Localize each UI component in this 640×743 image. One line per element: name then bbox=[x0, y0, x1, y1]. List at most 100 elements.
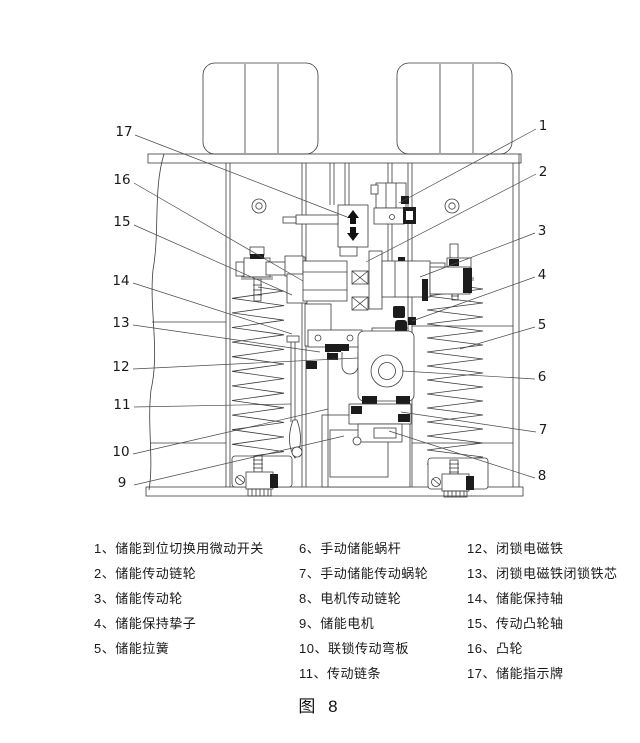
indicator-down-arrow-icon bbox=[347, 227, 359, 241]
magnet-armature bbox=[393, 306, 405, 318]
coupling-pad bbox=[351, 406, 362, 414]
hanger-pin bbox=[449, 243, 459, 259]
screw-hole bbox=[444, 198, 460, 214]
callout-7: 7 bbox=[539, 422, 548, 438]
leader-3 bbox=[419, 232, 536, 278]
legend-item-8: 8、电机传动链轮 bbox=[299, 591, 402, 606]
leader-5 bbox=[459, 326, 536, 350]
figure-caption: 图 8 bbox=[298, 697, 342, 716]
indicator-arm-end bbox=[282, 216, 297, 224]
callout-numbers: 17 16 15 14 13 12 11 10 9 1 2 3 4 5 6 7 … bbox=[112, 118, 547, 491]
spring-right-coil bbox=[426, 284, 484, 469]
chain-anchor bbox=[286, 335, 300, 343]
mechanism-drawing: 17 16 15 14 13 12 11 10 9 1 2 3 4 5 6 7 … bbox=[112, 62, 547, 498]
indicator-arm bbox=[295, 214, 339, 225]
legend-item-13: 13、闭锁电磁铁闭锁铁芯 bbox=[467, 566, 618, 581]
electromagnet-core bbox=[341, 344, 349, 351]
leader-14 bbox=[132, 282, 293, 335]
hanger-cap bbox=[249, 246, 265, 256]
callout-8: 8 bbox=[538, 468, 547, 484]
screw-slot bbox=[236, 476, 245, 484]
leader-11 bbox=[133, 403, 292, 408]
housing-pad bbox=[396, 396, 410, 404]
callout-4: 4 bbox=[538, 267, 547, 283]
shaft-left-block bbox=[284, 255, 304, 277]
switch-lug bbox=[370, 184, 379, 195]
hanger-dark-cap bbox=[250, 254, 264, 259]
spring-left-coil bbox=[231, 286, 285, 464]
bearing-cross bbox=[351, 296, 369, 311]
leader-7 bbox=[400, 411, 537, 433]
shaft-dark-bar bbox=[422, 279, 428, 301]
legend-item-16: 16、凸轮 bbox=[467, 641, 523, 656]
leader-13 bbox=[132, 324, 321, 353]
callout-2: 2 bbox=[539, 164, 548, 180]
shaft-end-cap bbox=[463, 268, 472, 293]
legend-item-7: 7、手动储能传动蜗轮 bbox=[299, 566, 429, 581]
callout-12: 12 bbox=[112, 359, 129, 375]
leader-15 bbox=[133, 224, 293, 296]
insulator-left bbox=[202, 62, 319, 155]
indicator-up-arrow-icon bbox=[347, 210, 359, 224]
central-mechanism bbox=[282, 182, 472, 488]
legend-item-14: 14、储能保持轴 bbox=[467, 591, 564, 606]
worm-housing bbox=[357, 330, 415, 402]
electromagnet-core bbox=[327, 353, 338, 360]
legend-item-6: 6、手动储能蜗杆 bbox=[299, 541, 402, 556]
callout-9: 9 bbox=[118, 475, 127, 491]
leader-lines bbox=[132, 128, 537, 486]
link-slot bbox=[341, 352, 359, 375]
legend-item-11: 11、传动链条 bbox=[299, 666, 381, 681]
electromagnet-core bbox=[325, 344, 341, 352]
frame-top-plate bbox=[147, 153, 522, 164]
leader-2 bbox=[365, 173, 537, 263]
hanger-washer bbox=[235, 261, 245, 277]
bracket-screw bbox=[431, 477, 441, 487]
leader-9 bbox=[133, 435, 345, 486]
switch-clamp-notch bbox=[406, 211, 413, 220]
bolt-head bbox=[245, 471, 274, 490]
legend-column-2: 6、手动储能蜗杆 7、手动储能传动蜗轮 8、电机传动链轮 9、储能电机 10、联… bbox=[299, 536, 428, 686]
indicator-foot bbox=[339, 246, 358, 257]
callout-5: 5 bbox=[538, 317, 547, 333]
leader-16 bbox=[133, 182, 304, 282]
callout-13: 13 bbox=[112, 315, 129, 331]
bearing bbox=[351, 296, 369, 311]
leader-12 bbox=[132, 357, 359, 370]
leader-8 bbox=[388, 430, 536, 479]
housing-pad bbox=[362, 396, 377, 404]
callout-11: 11 bbox=[113, 397, 130, 413]
cam-shaft-left bbox=[302, 260, 348, 302]
bolt-teeth bbox=[247, 488, 272, 497]
sprocket-guard bbox=[357, 423, 403, 443]
legend-item-3: 3、储能传动轮 bbox=[94, 591, 183, 606]
screw-slot bbox=[432, 478, 441, 486]
callout-10: 10 bbox=[112, 444, 129, 460]
legend-item-1: 1、储能到位切换用微动开关 bbox=[94, 541, 264, 556]
leader-1 bbox=[398, 128, 537, 204]
bearing bbox=[351, 270, 369, 285]
section-break-line bbox=[148, 153, 165, 491]
legend-item-9: 9、储能电机 bbox=[299, 616, 375, 631]
legend-column-1: 1、储能到位切换用微动开关 2、储能传动链轮 3、储能传动轮 4、储能保持挚子 … bbox=[94, 536, 264, 661]
legend-item-5: 5、储能拉簧 bbox=[94, 641, 170, 656]
bolt-dark-side bbox=[466, 476, 474, 490]
callout-1: 1 bbox=[539, 118, 548, 134]
callout-16: 16 bbox=[113, 172, 130, 188]
insulators bbox=[202, 62, 513, 155]
insulator-right bbox=[396, 62, 513, 155]
legend-item-17: 17、储能指示牌 bbox=[467, 666, 564, 681]
leader-6 bbox=[401, 370, 536, 380]
worm-wheel-hub bbox=[378, 362, 396, 380]
callout-17: 17 bbox=[115, 124, 132, 140]
plate-hole bbox=[314, 334, 322, 342]
bolt-dark-side bbox=[270, 474, 278, 488]
energy-springs bbox=[231, 284, 484, 469]
spring-bottom-brackets bbox=[231, 455, 489, 498]
callout-3: 3 bbox=[538, 223, 547, 239]
screw-hole bbox=[448, 202, 456, 210]
switch-mount bbox=[373, 207, 405, 225]
hanger-dark-cap bbox=[449, 259, 459, 266]
bracket-screw bbox=[235, 475, 245, 485]
